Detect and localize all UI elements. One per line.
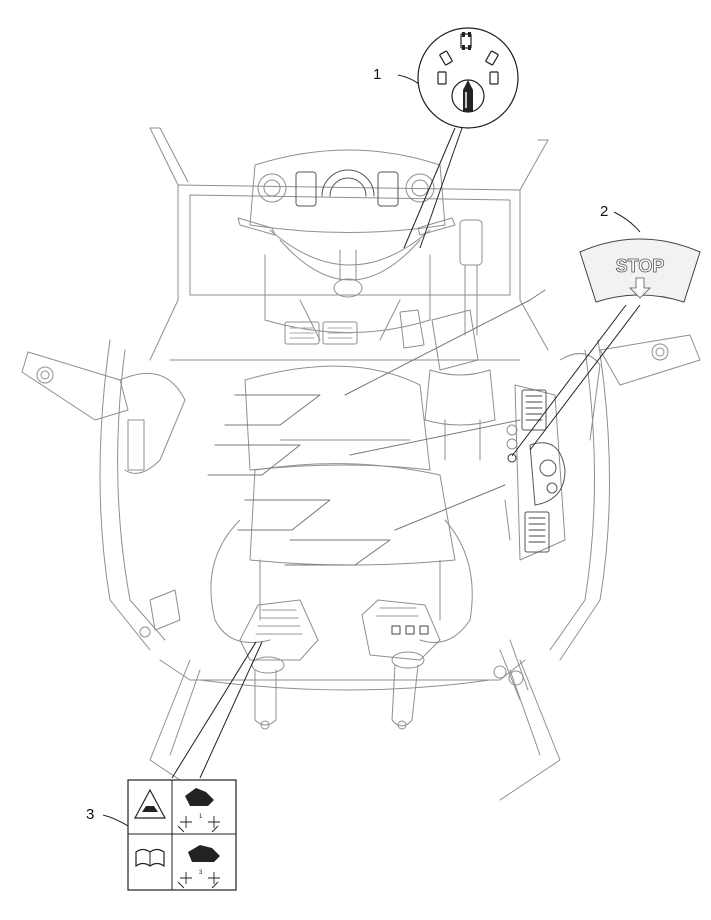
stop-decal-text: STOP — [616, 256, 665, 276]
cab-frame — [99, 127, 611, 801]
callout-number-2: 2 — [600, 203, 609, 220]
side-console — [504, 384, 566, 561]
drive-mode-selector-detail — [417, 27, 519, 129]
pattern-a-label: 1 — [199, 814, 203, 820]
callout-number-1: 1 — [373, 66, 382, 83]
warning-triangle-icon — [133, 788, 167, 819]
gear-lever — [424, 219, 496, 461]
machine-silhouette-icon — [188, 845, 220, 862]
right-gauge — [405, 173, 435, 203]
right-joystick — [361, 599, 441, 730]
pedals — [284, 309, 425, 349]
speedometer — [321, 169, 375, 197]
right-armrest — [493, 334, 701, 701]
cab-floor — [159, 659, 526, 691]
arrow-down-icon — [629, 277, 651, 299]
stop-decal: STOP — [579, 238, 701, 303]
callout-number-3: 3 — [86, 806, 95, 823]
left-armrest — [21, 351, 186, 638]
operator-seat — [210, 365, 473, 643]
pattern-b-label: 3 — [199, 870, 203, 876]
joystick-pattern-decal: 1 3 — [127, 779, 237, 891]
dashboard — [237, 149, 456, 341]
left-gauge — [257, 173, 287, 203]
machine-silhouette-icon — [185, 788, 214, 806]
frame-overlay — [207, 289, 546, 566]
